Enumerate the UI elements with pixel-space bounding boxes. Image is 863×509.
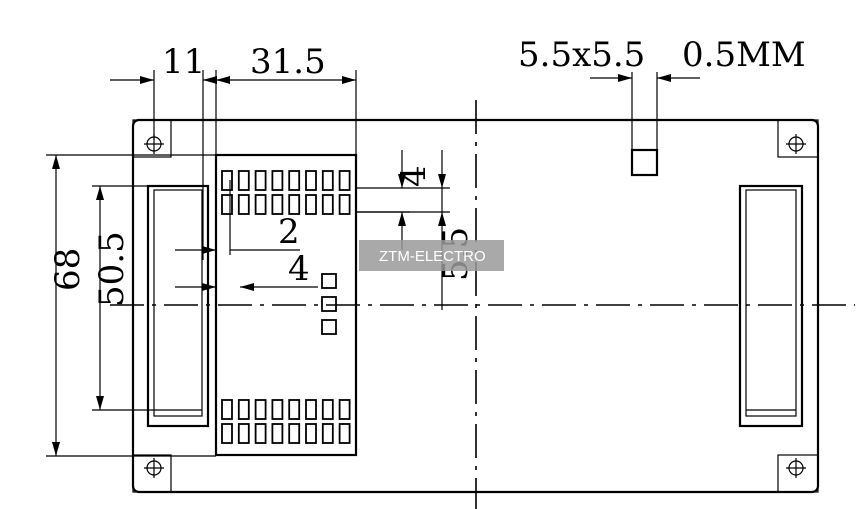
pad-bottom [271, 423, 284, 444]
pad-top [338, 170, 351, 191]
pad-middle [321, 273, 337, 289]
pad-bottom [237, 399, 250, 420]
right-connector-slot [738, 184, 804, 428]
pad-bottom [305, 399, 317, 420]
dimension-gap-4: 4 [175, 249, 318, 291]
pad-top [288, 170, 301, 191]
pad-top [288, 194, 301, 215]
pad-top [254, 170, 267, 191]
pad-bottom [305, 423, 317, 444]
dimension-label-11: 11 [162, 42, 205, 82]
dimension-label-31-5: 31.5 [250, 42, 326, 82]
left-connector-slot [146, 184, 210, 428]
dimension-label-4-vertical: 4 [394, 165, 434, 187]
pad-grid [221, 170, 351, 444]
pad-top [237, 194, 250, 215]
dimension-width-31-5: 31.5 [203, 42, 357, 155]
dimension-label-thickness: 0.5MM [682, 35, 806, 75]
dimension-label-square: 5.5x5.5 [518, 35, 645, 75]
pad-top [271, 170, 284, 191]
dimension-label-4-horizontal: 4 [288, 249, 310, 289]
pad-bottom [338, 423, 351, 444]
pad-top [271, 194, 284, 215]
pad-bottom [321, 423, 334, 444]
pad-top [321, 170, 334, 191]
pad-middle [321, 319, 337, 335]
pad-bottom [288, 423, 301, 444]
pad-top [221, 194, 233, 215]
square-marker [630, 148, 659, 177]
pad-bottom [254, 423, 267, 444]
mount-hole-top-right [777, 119, 819, 158]
mount-hole-bottom-left [132, 454, 172, 493]
dimension-pitch-4: 4 [356, 150, 434, 250]
pad-bottom [321, 399, 334, 420]
dimension-height-50-5: 50.5 [92, 185, 154, 411]
dimension-height-68: 68 [46, 154, 216, 457]
dimension-label-68: 68 [48, 248, 88, 291]
pad-top [321, 194, 334, 215]
pad-middle [321, 296, 337, 312]
dimension-label-50-5: 50.5 [92, 231, 132, 307]
pad-top [338, 194, 351, 215]
mount-hole-top-left [132, 119, 172, 158]
pad-top [305, 170, 317, 191]
pad-bottom [221, 399, 233, 420]
pad-bottom [288, 399, 301, 420]
watermark: ZTM-ELECTRO [359, 240, 504, 271]
pad-top [305, 194, 317, 215]
dimension-width-11: 11 [110, 42, 217, 260]
pad-bottom [254, 399, 267, 420]
pad-bottom [338, 399, 351, 420]
pad-top [237, 170, 250, 191]
pad-top [254, 194, 267, 215]
pad-bottom [221, 423, 233, 444]
mount-hole-bottom-right [777, 454, 819, 493]
dimension-gap-2: 2 [175, 180, 300, 255]
pad-bottom [237, 423, 250, 444]
dimension-square: 5.5x5.5 0.5MM [518, 35, 806, 150]
dimension-label-2: 2 [278, 212, 300, 252]
pad-bottom [271, 399, 284, 420]
pad-top [221, 170, 233, 191]
watermark-text: ZTM-ELECTRO [379, 248, 486, 265]
